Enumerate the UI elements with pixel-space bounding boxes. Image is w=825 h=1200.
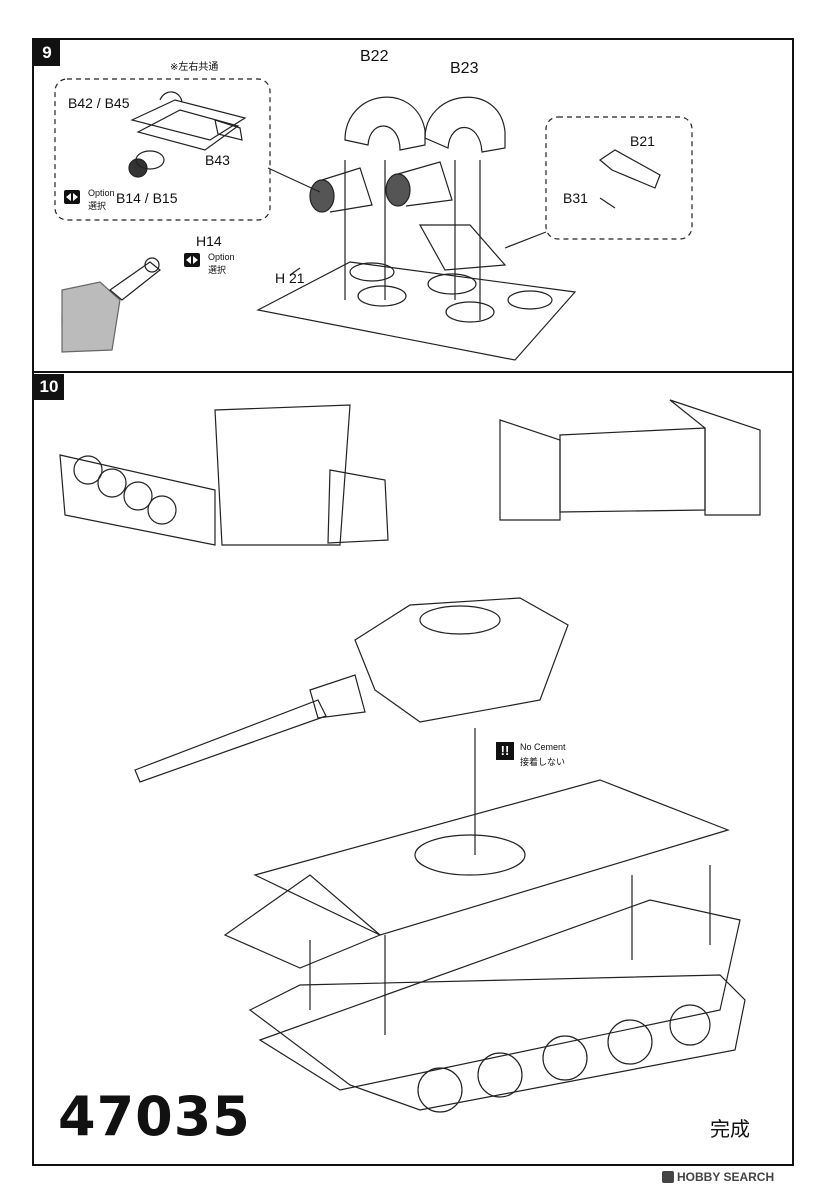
guard-part-b42 — [130, 99, 247, 151]
bracket-callout — [545, 116, 693, 240]
gun-barrel — [134, 699, 327, 783]
instruction-frame — [32, 38, 794, 1166]
no-cement-icon: !! — [496, 742, 514, 760]
turret-assembly — [354, 597, 569, 723]
step-9-badge: 9 — [34, 40, 60, 66]
option-label-jp: 選択 — [88, 201, 107, 211]
part-label-b43: B43 — [205, 152, 230, 168]
option-label-en: Option — [88, 188, 115, 198]
no-cement-label-en: No Cement — [520, 742, 566, 752]
option-label-h14-en: Option — [208, 252, 235, 262]
part-label-b31: B31 — [563, 190, 588, 206]
cover-b22 — [344, 96, 426, 151]
no-cement-label-jp: 接着しない — [520, 757, 566, 767]
part-label-b42-b45: B42 / B45 — [68, 95, 130, 111]
part-label-h14: H14 — [196, 233, 222, 249]
lower-track — [248, 974, 746, 1111]
option-icon-h14 — [184, 253, 200, 267]
right-track-view — [499, 419, 561, 521]
exhaust-guard-callout — [54, 78, 271, 221]
hobby-search-logo-icon — [662, 1171, 674, 1183]
muffler-part-b14 — [128, 158, 148, 178]
lower-hull — [258, 899, 741, 1091]
hull-plate-h21 — [256, 261, 577, 361]
part-label-b21: B21 — [630, 133, 655, 149]
common-note: ※左右共通 — [170, 62, 219, 73]
cover-b23 — [424, 96, 506, 153]
watermark: HOBBY SEARCH — [662, 1170, 774, 1184]
part-label-h21: H 21 — [275, 270, 305, 286]
part-label-b14-b15: B14 / B15 — [116, 190, 178, 206]
part-label-b23: B23 — [450, 60, 479, 77]
bracket-part-b21 — [598, 149, 661, 189]
watermark-text: HOBBY SEARCH — [677, 1170, 775, 1184]
model-number: 47035 — [58, 1085, 251, 1148]
option-icon — [64, 190, 80, 204]
step-divider — [32, 371, 794, 373]
part-label-b22: B22 — [360, 48, 389, 65]
upper-hull — [253, 779, 730, 936]
left-track-view — [59, 454, 216, 546]
step-10-badge: 10 — [34, 374, 64, 400]
option-label-h14-jp: 選択 — [208, 265, 227, 275]
complete-label: 完成 — [710, 1119, 750, 1141]
